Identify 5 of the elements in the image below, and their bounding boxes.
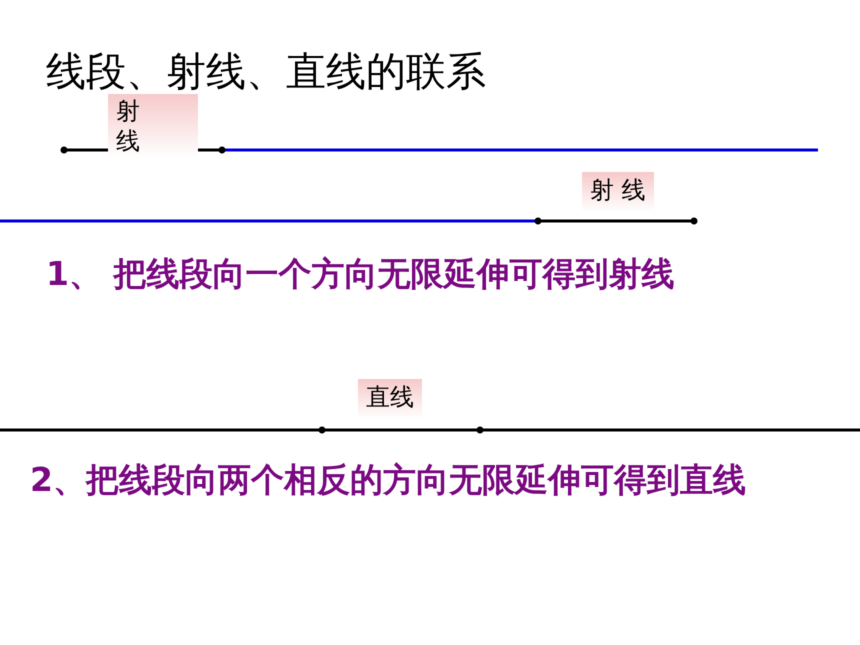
ray-label: 射 线 (582, 172, 654, 212)
statement-text: 1、 把线段向一个方向无限延伸可得到射线 (46, 253, 674, 295)
statement-text: 2、把线段向两个相反的方向无限延伸可得到直线 (30, 459, 746, 501)
straight-line-label: 直线 (358, 379, 422, 419)
slide-title: 线段、射线、直线的联系 (46, 48, 486, 97)
